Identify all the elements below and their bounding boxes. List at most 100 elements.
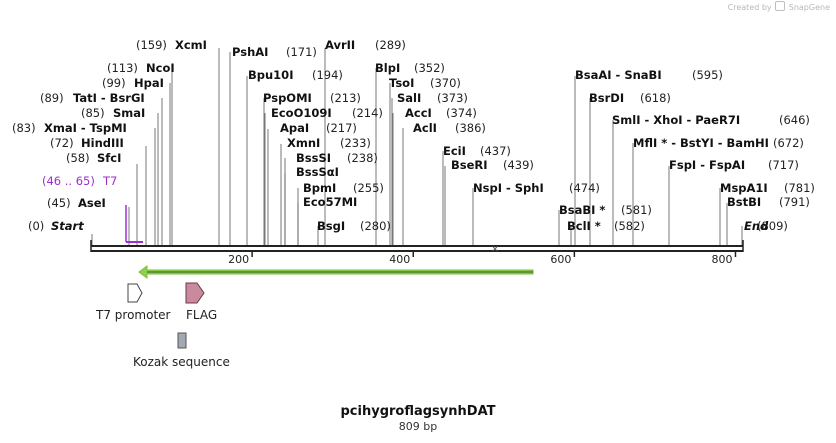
site-position: (83)	[12, 121, 36, 135]
site-name: SmaI	[113, 106, 145, 120]
site-bsrdi[interactable]: (618)BsrDI	[589, 91, 671, 105]
site-bcli[interactable]: (582) BclI *	[567, 219, 645, 233]
site-tsoi[interactable]: (370) TsoI	[389, 76, 461, 90]
site-avrii[interactable]: (289)AvrII	[325, 38, 406, 52]
site-end[interactable]: (809)End	[744, 219, 788, 233]
site-position: (386)	[455, 121, 486, 135]
site-name: EcoO109I	[271, 106, 332, 120]
site-bsabi[interactable]: (581)BsaBI *	[559, 203, 652, 217]
site-name: BseRI	[451, 158, 488, 172]
site-bsssi[interactable]: (238)BssSI	[296, 151, 378, 165]
site-apai[interactable]: (217)ApaI	[280, 121, 357, 135]
site-name: BclI *	[567, 219, 601, 233]
site-name: BpmI	[303, 181, 336, 195]
site-asei[interactable]: (45)AseI	[47, 196, 106, 210]
site-ecii[interactable]: (437)EciI	[443, 144, 511, 158]
site-position: (233)	[340, 136, 371, 150]
site-hpai[interactable]: (99)HpaI	[102, 76, 164, 90]
site-name: XmaI - TspMI	[44, 121, 127, 135]
site-name: TatI - BsrGI	[73, 91, 145, 105]
watermark-text: Created by	[727, 3, 772, 12]
site-name: XmnI	[287, 136, 320, 150]
site-name: HindIII	[81, 136, 124, 150]
site-labels: (0)Start (45)AseI (46 .. 65)T7 (58)SfcI(72)…	[12, 38, 815, 233]
site-position: (618)	[640, 91, 671, 105]
flag-arrow[interactable]	[185, 282, 205, 304]
site-position: (159)	[136, 38, 167, 52]
site-name: XcmI	[175, 38, 207, 52]
site-bstbi[interactable]: (791) BstBI	[727, 195, 810, 209]
site-name: BssSαI	[296, 165, 339, 179]
site-position: (213)	[330, 91, 361, 105]
site-position: (437)	[480, 144, 511, 158]
site-smli-xhoi-paer7i[interactable]: (646) SmlI - XhoI - PaeR7I	[612, 113, 810, 127]
backbone: ✕	[90, 240, 744, 255]
site-ecoo109i[interactable]: (214) EcoO109I	[271, 106, 383, 120]
site-xcmi[interactable]: (159) XcmI	[136, 38, 207, 52]
site-hindiii[interactable]: (72) HindIII	[50, 136, 124, 150]
site-name: TsoI	[389, 76, 414, 90]
site-sali[interactable]: (373)SalI	[397, 91, 468, 105]
site-start[interactable]: (0)Start	[28, 219, 84, 233]
site-t7[interactable]: (46 .. 65)T7	[42, 174, 117, 188]
map-title: pcihygroflagsynhDAT	[340, 404, 496, 419]
site-nspi-sphi[interactable]: (474) NspI - SphI	[473, 181, 600, 195]
site-name: NcoI	[146, 61, 175, 75]
site-name: End	[744, 219, 769, 233]
site-position: (370)	[430, 76, 461, 90]
site-bpu10i[interactable]: (194)Bpu10I	[248, 68, 343, 82]
site-position: (280)	[360, 219, 391, 233]
site-xmni[interactable]: (233) XmnI	[287, 136, 371, 150]
site-name: BssSI	[296, 151, 331, 165]
site-position: (582)	[614, 219, 645, 233]
feature-label-kozak-sequence: Kozak sequence	[133, 355, 230, 369]
site-name: PshAI	[232, 45, 268, 59]
site-position: (214)	[352, 106, 383, 120]
site-position: (194)	[312, 68, 343, 82]
site-fspi-fspai[interactable]: (717)FspI - FspAI	[669, 158, 799, 172]
site-name: BstBI	[727, 195, 761, 209]
site-position: (717)	[768, 158, 799, 172]
site-name: SmlI - XhoI - PaeR7I	[612, 113, 740, 127]
feature-label-flag: FLAG	[186, 308, 217, 322]
site-position: (0)	[28, 219, 44, 233]
site-name: PspOMI	[263, 91, 312, 105]
site-eco57mi[interactable]: Eco57MI	[303, 195, 357, 209]
site-bseri[interactable]: (439)BseRI	[451, 158, 534, 172]
site-pspomi[interactable]: (213) PspOMI	[263, 91, 361, 105]
site-sfci[interactable]: (58)SfcI	[66, 151, 121, 165]
site-blpi[interactable]: (352)BlpI	[375, 61, 445, 75]
site-position: (113)	[107, 61, 138, 75]
brand-text: SnapGene	[788, 3, 830, 12]
site-ncoi[interactable]: (113) NcoI	[107, 61, 175, 75]
site-position: (646)	[779, 113, 810, 127]
site-name: NspI - SphI	[473, 181, 544, 195]
site-position: (781)	[784, 181, 815, 195]
site-position: (474)	[569, 181, 600, 195]
site-acci[interactable]: (374)AccI	[405, 106, 477, 120]
site-xmai-tspmi[interactable]: (83) XmaI - TspMI	[12, 121, 127, 135]
site-position: (289)	[375, 38, 406, 52]
site-mspa1i[interactable]: (781)MspA1I	[720, 181, 815, 195]
site-pshai[interactable]: (171)PshAI	[232, 45, 317, 59]
site-bsss-i[interactable]: BssSαI	[296, 165, 339, 179]
feature-labels: T7 promoter FLAG Kozak sequence	[95, 308, 230, 369]
site-smai[interactable]: (85) SmaI	[81, 106, 145, 120]
kozak-box[interactable]	[177, 332, 187, 349]
t7-promoter-arrow[interactable]	[127, 283, 143, 303]
site-position: (99)	[102, 76, 126, 90]
site-bsgi[interactable]: (280)BsgI	[317, 219, 391, 233]
feature-label-t7-promoter: T7 promoter	[95, 308, 171, 322]
site-position: (791)	[779, 195, 810, 209]
site-bpmi[interactable]: (255)BpmI	[303, 181, 384, 195]
orf-arrow[interactable]	[138, 265, 534, 279]
site-tati-bsrgi[interactable]: (89) TatI - BsrGI	[40, 91, 145, 105]
site-position: (89)	[40, 91, 64, 105]
site-acli[interactable]: (386)AclI	[413, 121, 486, 135]
svg-text:✕: ✕	[491, 245, 499, 255]
site-position: (72)	[50, 136, 74, 150]
site-position: (85)	[81, 106, 105, 120]
site-mfli-bstyi-bamhi[interactable]: (672)MflI * - BstYI - BamHI	[633, 136, 804, 150]
site-bsaai-snabi[interactable]: (595)BsaAI - SnaBI	[575, 68, 723, 82]
